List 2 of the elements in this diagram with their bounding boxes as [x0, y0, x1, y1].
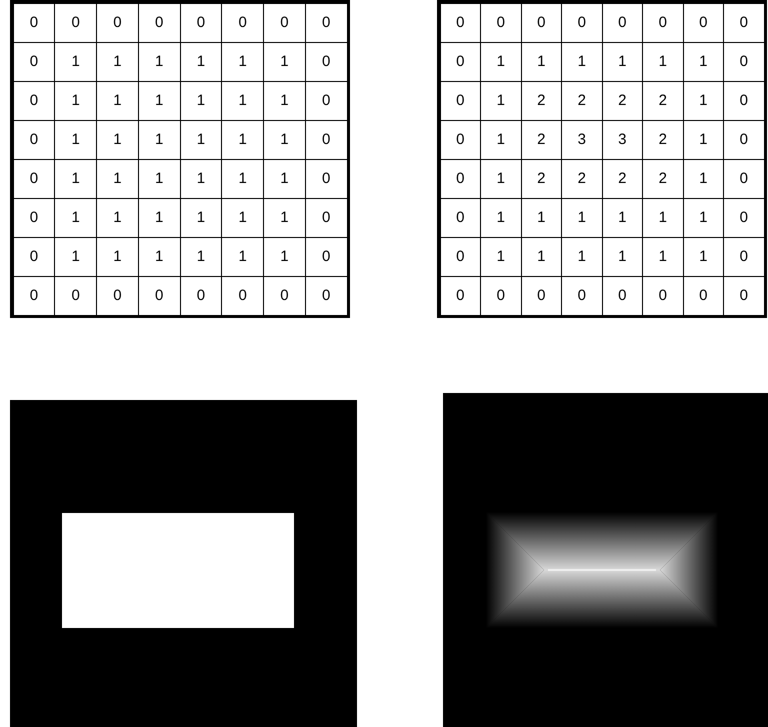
- grid-value: 0: [12, 2, 56, 42]
- grid-value: 0: [440, 2, 481, 42]
